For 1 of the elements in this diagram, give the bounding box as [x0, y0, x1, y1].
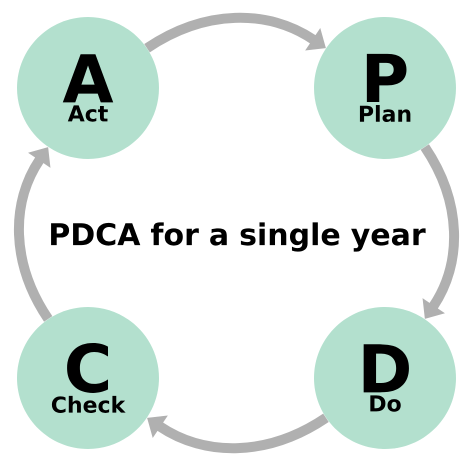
title: PDCA for a single year [51, 222, 426, 252]
